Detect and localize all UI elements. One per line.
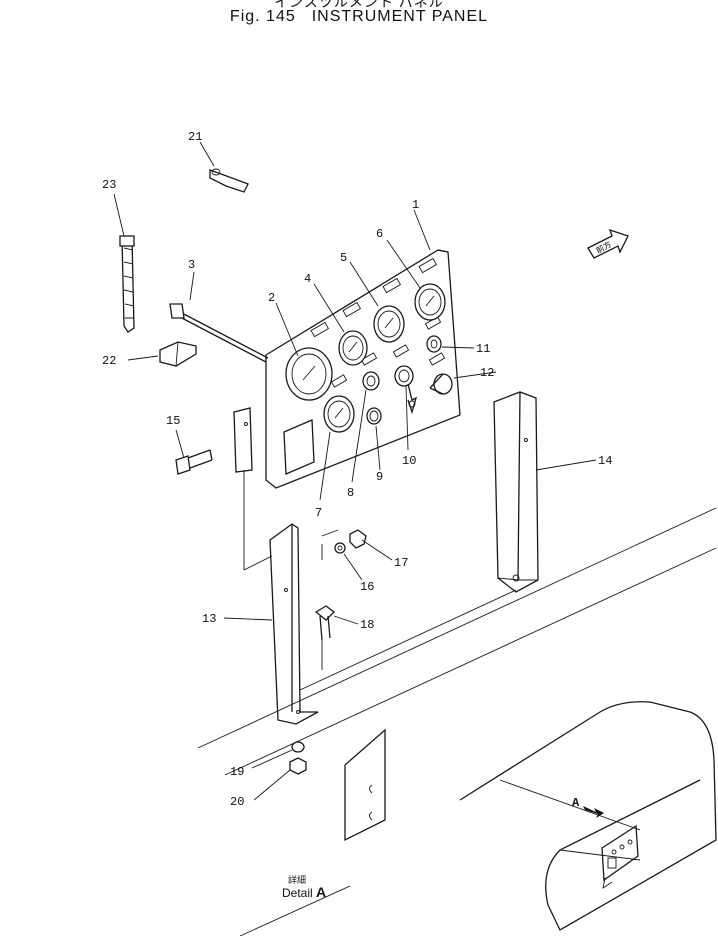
detail-a-caption: 詳細 Detail A bbox=[282, 874, 326, 899]
callout-16: 16 bbox=[360, 580, 374, 594]
callout-22: 22 bbox=[102, 354, 116, 368]
figure-name: INSTRUMENT PANEL bbox=[311, 8, 489, 25]
nut-20 bbox=[289, 757, 307, 775]
gauge-7 bbox=[323, 395, 355, 433]
figure-number: Fig. 145 bbox=[229, 8, 296, 25]
callout-2: 2 bbox=[268, 291, 275, 305]
gauge-4 bbox=[338, 330, 368, 366]
callout-21: 21 bbox=[188, 130, 202, 144]
lamp-11 bbox=[426, 335, 442, 353]
figure-title: Fig. 145 INSTRUMENT PANEL bbox=[0, 8, 718, 26]
detail-letter: A bbox=[316, 884, 327, 900]
callout-14: 14 bbox=[598, 454, 612, 468]
key-switch-10 bbox=[394, 365, 418, 415]
band-23 bbox=[119, 235, 135, 333]
callout-13: 13 bbox=[202, 612, 216, 626]
gauge-6 bbox=[414, 283, 446, 321]
callout-18: 18 bbox=[360, 618, 374, 632]
instrument-panel-plate bbox=[265, 249, 461, 489]
bolt-15 bbox=[175, 449, 213, 475]
callout-10: 10 bbox=[402, 454, 416, 468]
indicator-lamp-8 bbox=[362, 371, 380, 391]
leader-lines bbox=[113, 141, 597, 801]
washer-16 bbox=[334, 542, 346, 554]
direction-arrow-tag bbox=[587, 228, 629, 259]
callout-3: 3 bbox=[188, 258, 195, 272]
washer-19 bbox=[291, 741, 305, 753]
clip-21 bbox=[209, 168, 249, 193]
detail-jp: 詳細 bbox=[288, 875, 307, 885]
callout-7: 7 bbox=[315, 506, 322, 520]
callout-19: 19 bbox=[230, 765, 244, 779]
callout-8: 8 bbox=[347, 486, 354, 500]
japanese-title: インスツルメント パネル bbox=[274, 0, 444, 10]
view-arrow-a bbox=[583, 806, 604, 818]
callout-20: 20 bbox=[230, 795, 244, 809]
callout-11: 11 bbox=[476, 342, 490, 356]
callout-5: 5 bbox=[340, 251, 347, 265]
callout-22-23: 23 bbox=[102, 178, 116, 192]
bracket-14 bbox=[493, 391, 539, 593]
knob-12 bbox=[429, 373, 453, 395]
bolt-18 bbox=[314, 605, 335, 641]
callout-9: 9 bbox=[376, 470, 383, 484]
callout-15: 15 bbox=[166, 414, 180, 428]
callout-4: 4 bbox=[304, 272, 311, 286]
switch-9 bbox=[366, 407, 382, 425]
clip-22 bbox=[159, 341, 197, 367]
callout-12: 12 bbox=[480, 366, 494, 380]
detail-label: Detail bbox=[282, 886, 313, 900]
gauge-5 bbox=[373, 305, 405, 343]
callout-17: 17 bbox=[394, 556, 408, 570]
nut-17 bbox=[349, 529, 367, 549]
view-arrow-label: A bbox=[572, 796, 580, 810]
callout-6: 6 bbox=[376, 227, 383, 241]
callout-1: 1 bbox=[412, 198, 419, 212]
bracket-13 bbox=[233, 407, 339, 725]
cable-3 bbox=[169, 303, 269, 363]
gauge-2 bbox=[285, 347, 333, 401]
machine-body-outline bbox=[197, 507, 717, 936]
